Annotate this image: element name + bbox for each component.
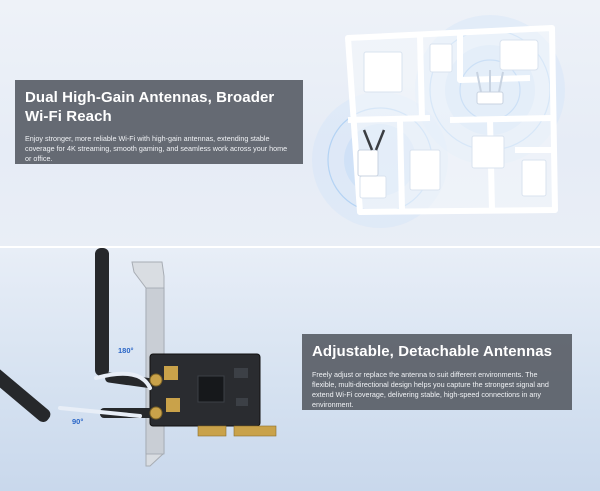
coverage-title: Dual High-Gain Antennas, Broader Wi-Fi R… <box>25 89 275 125</box>
rotation-arcs <box>58 371 152 418</box>
coverage-description: Enjoy stronger, more reliable Wi-Fi with… <box>25 134 288 163</box>
pcie-adapter-illustration <box>0 248 277 467</box>
antenna-info-card: Adjustable, Detachable Antennas Freely a… <box>302 334 572 410</box>
coverage-info-card: Dual High-Gain Antennas, Broader Wi-Fi R… <box>15 80 303 164</box>
antenna-description: Freely adjust or replace the antenna to … <box>312 370 549 409</box>
furniture <box>359 39 547 199</box>
angle-90-label: 90° <box>72 417 84 426</box>
antenna-section: 180° 90° Adjustable, Detachable Antennas… <box>0 248 600 491</box>
floorplan-illustration <box>312 15 565 228</box>
router-icon <box>476 70 504 105</box>
pc-with-adapter-icon <box>357 129 386 177</box>
coverage-section: Dual High-Gain Antennas, Broader Wi-Fi R… <box>0 0 600 248</box>
antenna-title: Adjustable, Detachable Antennas <box>312 343 553 360</box>
vertical-antenna <box>95 248 163 389</box>
angle-180-label: 180° <box>118 346 134 355</box>
section-divider <box>0 246 600 248</box>
circuit-board <box>149 353 277 437</box>
